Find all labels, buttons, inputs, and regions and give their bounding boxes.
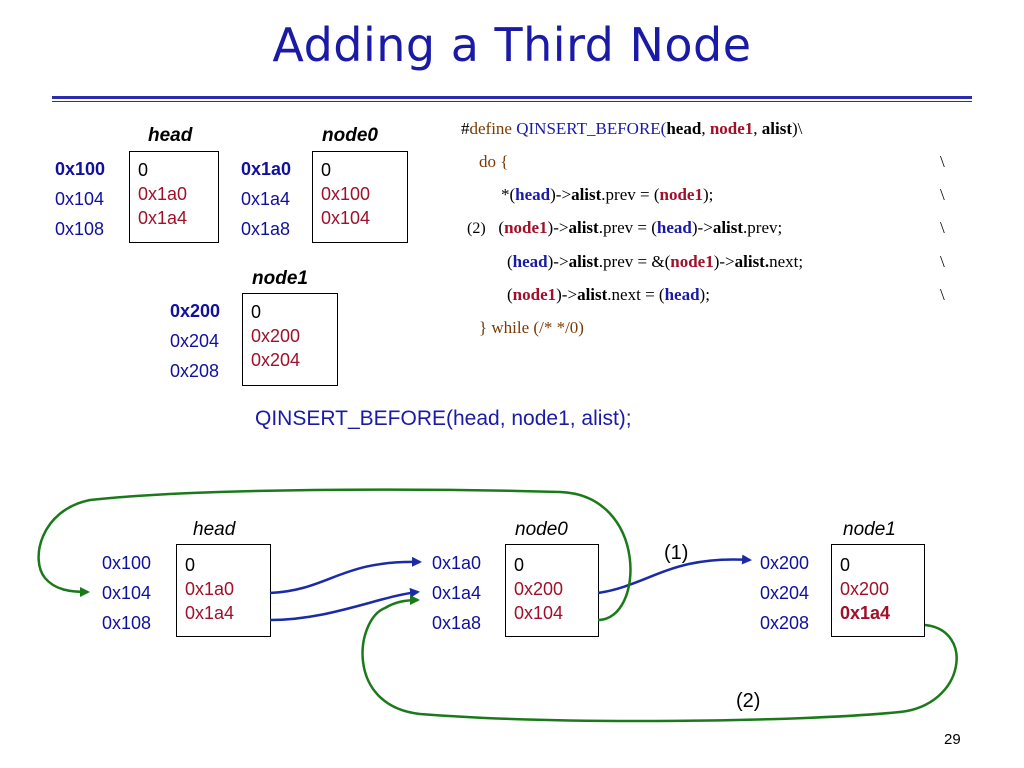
top-node0-addr-2: 0x1a8 (241, 219, 291, 239)
bottom-head-addr-0: 0x100 (102, 553, 152, 573)
bottom-head-cell-1: 0x1a0 (185, 579, 235, 599)
bottom-node1-cell-2: 0x1a4 (840, 603, 891, 623)
arrow-head-prev (269, 587, 420, 622)
top-head-box: 0 0x1a0 0x1a4 (129, 151, 219, 243)
top-node0-cell-1: 0x100 (321, 184, 371, 204)
bottom-node1-addr-2: 0x208 (760, 613, 810, 633)
macro-call: QINSERT_BEFORE(head, node1, alist); (255, 407, 632, 430)
bottom-node0-addr-0: 0x1a0 (432, 553, 482, 573)
top-node0-box: 0 0x100 0x104 (312, 151, 408, 243)
top-node1-cell-2: 0x204 (251, 350, 301, 370)
top-node1-addr-0: 0x200 (170, 301, 221, 321)
top-head-addr-2: 0x108 (55, 219, 105, 239)
bottom-head-box: 0 0x1a0 0x1a4 (176, 544, 271, 637)
step-1-label: (1) (664, 542, 689, 564)
top-head-cell-1: 0x1a0 (138, 184, 188, 204)
bottom-node1-addresses: 0x200 0x204 0x208 (760, 548, 809, 638)
code-line-7: } while (/* */0) (479, 318, 584, 337)
bottom-node0-cell-1: 0x200 (514, 579, 564, 599)
top-head-addr-0: 0x100 (55, 159, 106, 179)
page-number: 29 (944, 731, 961, 748)
macro-code: #define QINSERT_BEFORE(head, node1, alis… (461, 112, 961, 344)
bottom-node0-label: node0 (515, 519, 568, 540)
top-head-addresses: 0x100 0x104 0x108 (55, 154, 105, 244)
title-rule-thin (52, 101, 972, 102)
arrow-head-next (269, 556, 422, 595)
top-head-cell-2: 0x1a4 (138, 208, 188, 228)
bottom-node1-cell-1: 0x200 (840, 579, 890, 599)
top-node1-addr-2: 0x208 (170, 361, 220, 381)
code-line-2: do { \ (479, 152, 945, 171)
arrow-node0-prev-loop (37, 488, 632, 622)
bottom-node1-addr-1: 0x204 (760, 583, 810, 603)
bottom-node0-addr-1: 0x1a4 (432, 583, 482, 603)
top-node0-label: node0 (322, 125, 378, 146)
bottom-head-label: head (193, 519, 236, 540)
arrow-node1-prev-loop (361, 595, 958, 723)
bottom-node0-cell-2: 0x104 (514, 603, 564, 623)
bottom-node0-addresses: 0x1a0 0x1a4 0x1a8 (432, 548, 481, 638)
top-node1-addr-1: 0x204 (170, 331, 220, 351)
bottom-head-addresses: 0x100 0x104 0x108 (102, 548, 151, 638)
arrow-node0-next (597, 554, 752, 595)
bottom-node1-label: node1 (843, 519, 896, 540)
top-node1-label: node1 (252, 268, 308, 289)
top-head-addr-1: 0x104 (55, 189, 105, 209)
top-node0-cell-0: 0 (321, 160, 332, 180)
title-rule (52, 96, 972, 99)
code-line-6: (node1)->alist.next = (head); \ (507, 285, 945, 304)
bottom-node0-cell-0: 0 (514, 555, 525, 575)
top-node1-box: 0 0x200 0x204 (242, 293, 338, 386)
bottom-node0-box: 0 0x200 0x104 (505, 544, 599, 637)
code-line-5: (head)->alist.prev = &(node1)->alist.nex… (507, 252, 945, 271)
top-node1-cell-0: 0 (251, 302, 262, 322)
bottom-head-cell-0: 0 (185, 555, 196, 575)
bottom-head-addr-1: 0x104 (102, 583, 152, 603)
step-2-label: (2) (736, 690, 761, 712)
bottom-node1-box: 0 0x200 0x1a4 (831, 544, 925, 637)
top-node0-addr-0: 0x1a0 (241, 159, 292, 179)
bottom-head-addr-2: 0x108 (102, 613, 152, 633)
bottom-node1-cell-0: 0 (840, 555, 851, 575)
bottom-node1-addr-0: 0x200 (760, 553, 810, 573)
top-node0-cell-2: 0x104 (321, 208, 371, 228)
slide-title: Adding a Third Node (272, 18, 752, 72)
bottom-head-cell-2: 0x1a4 (185, 603, 235, 623)
bottom-node0-addr-2: 0x1a8 (432, 613, 482, 633)
top-node1-addresses: 0x200 0x204 0x208 (170, 296, 220, 386)
code-line-3: *(head)->alist.prev = (node1); \ (501, 185, 945, 204)
code-line-4: (2) (node1)->alist.prev = (head)->alist.… (467, 218, 945, 237)
top-node0-addr-1: 0x1a4 (241, 189, 291, 209)
top-head-cell-0: 0 (138, 160, 149, 180)
top-node0-addresses: 0x1a0 0x1a4 0x1a8 (241, 154, 291, 244)
top-head-label: head (148, 125, 193, 146)
top-node1-cell-1: 0x200 (251, 326, 301, 346)
code-line-1: #define QINSERT_BEFORE(head, node1, alis… (461, 119, 803, 138)
